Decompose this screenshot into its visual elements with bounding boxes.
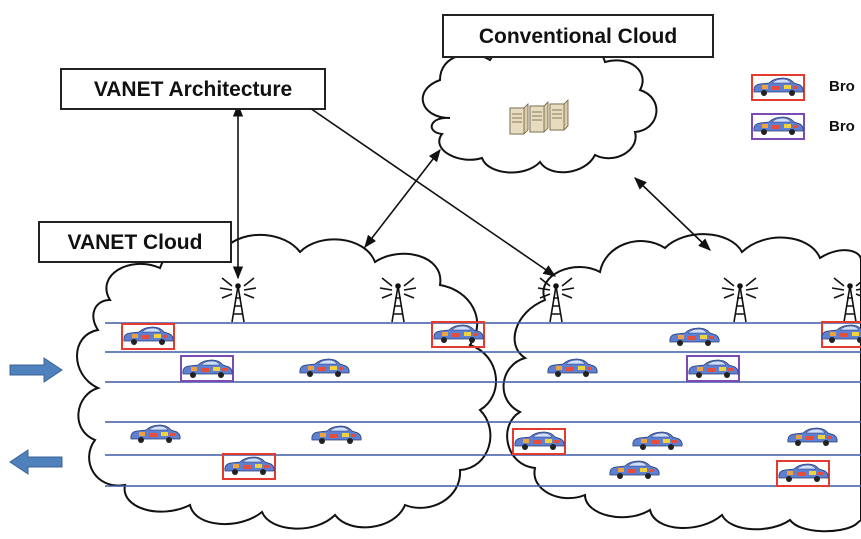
vanet-cloud-label: VANET Cloud	[38, 221, 232, 263]
car-icon	[776, 460, 830, 487]
vehicles	[121, 321, 861, 487]
car-icon	[821, 321, 861, 348]
car-icon	[512, 428, 566, 455]
car-icon	[121, 323, 175, 350]
arrow-conventional-to-left-cloud	[364, 148, 441, 249]
connection-arrows	[232, 81, 711, 280]
traffic-direction-arrow-left	[9, 449, 63, 475]
car-icon	[222, 453, 276, 480]
legend-text-2: Bro	[829, 118, 855, 135]
traffic-direction-arrow-right	[9, 357, 63, 383]
car-icon	[431, 321, 485, 348]
car-icon	[686, 355, 740, 382]
conventional-cloud-label: Conventional Cloud	[442, 14, 714, 58]
car-icon	[180, 355, 234, 382]
legend-text-1: Bro	[829, 78, 855, 95]
legend-item-purple	[751, 113, 805, 140]
vanet-architecture-label: VANET Architecture	[60, 68, 326, 110]
legend	[751, 74, 805, 140]
arrow-conventional-to-right-cloud	[634, 177, 711, 251]
legend-item-red	[751, 74, 805, 101]
